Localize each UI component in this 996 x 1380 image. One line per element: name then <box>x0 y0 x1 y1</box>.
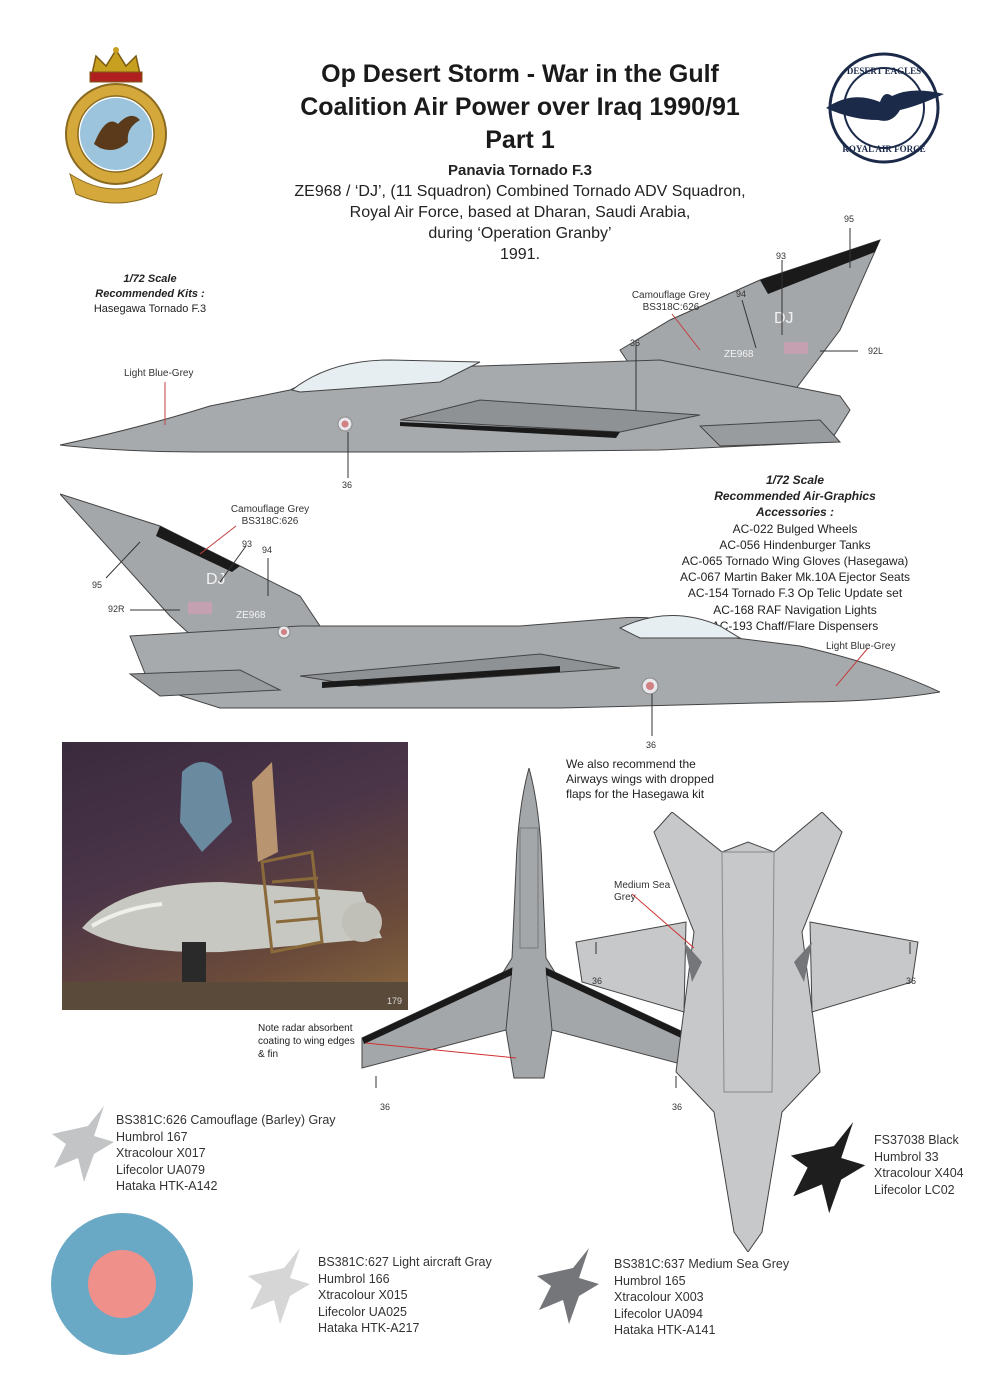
ref-93: 93 <box>242 539 253 549</box>
paint-chip-swatch <box>790 1122 866 1214</box>
title-line: Coalition Air Power over Iraq 1990/91 <box>300 93 740 121</box>
accessory-item: AC-056 Hindenburger Tanks <box>719 537 871 552</box>
photo-number: 179 <box>386 996 402 1006</box>
recommended-accessories: 1/72 Scale Recommended Air-Graphics Acce… <box>650 472 940 634</box>
note-radar-absorbent: Note radar absorbent coating to wing edg… <box>258 1023 355 1060</box>
ref-36: 36 <box>906 976 917 986</box>
logo-bottom-text: ROYAL AIR FORCE <box>842 144 925 154</box>
ref-36: 36 <box>592 976 603 986</box>
accessories-heading: Accessories : <box>755 505 835 520</box>
label-light-blue-grey: Light Blue-Grey <box>826 641 896 652</box>
ref-92r: 92R <box>108 604 125 614</box>
paint-chip-medium-sea-grey-icon <box>537 1248 599 1324</box>
side-profile-right: DJ ZE968 <box>60 493 940 736</box>
logo-top-text: DESERT EAGLES <box>847 66 921 76</box>
photo-illustration <box>62 762 408 1010</box>
page-title: Op Desert Storm - War in the Gulf Coalit… <box>220 58 820 157</box>
paint-chip-swatch <box>537 1248 599 1324</box>
top-view-plan <box>361 768 697 1088</box>
accessory-item: AC-067 Martin Baker Mk.10A Ejector Seats <box>679 570 911 585</box>
fin-serial: ZE968 <box>724 349 754 360</box>
accessories-scale: 1/72 Scale <box>765 473 825 487</box>
paint-spec-black: FS37038 Black Humbrol 33 Xtracolour X404… <box>874 1133 964 1197</box>
accessories-heading: Recommended Air-Graphics <box>714 489 876 504</box>
fin-code: DJ <box>774 310 794 327</box>
label-camo-grey: Camouflage Grey BS318C:626 <box>631 290 711 313</box>
desert-eagles-logo: DESERT EAGLES ROYAL AIR FORCE <box>826 52 944 164</box>
ref-36: 36 <box>380 1102 391 1112</box>
kits-scale: 1/72 Scale <box>123 273 177 285</box>
note-airways-wings: We also recommend the Airways wings with… <box>566 757 715 801</box>
paint-chip-swatch <box>248 1248 310 1324</box>
ref-95: 95 <box>92 580 103 590</box>
ref-36: 36 <box>646 740 657 750</box>
ref-94: 94 <box>262 545 273 555</box>
paint-chip-swatch <box>52 1106 114 1182</box>
fin-code: DJ <box>206 571 226 588</box>
description-line: Royal Air Force, based at Dharan, Saudi … <box>349 204 691 221</box>
accessory-item: AC-168 RAF Navigation Lights <box>713 602 877 617</box>
label-medium-sea-grey: Medium Sea Grey <box>614 880 671 903</box>
title-line: Part 1 <box>485 126 555 154</box>
title-line: Op Desert Storm - War in the Gulf <box>321 60 719 88</box>
aircraft-type: Panavia Tornado F.3 <box>448 162 592 179</box>
paint-chip-light-grey-icon <box>248 1248 310 1324</box>
side-profile-left: DJ ZE968 <box>60 228 881 478</box>
accessory-item: AC-065 Tornado Wing Gloves (Hasegawa) <box>681 554 909 569</box>
under-view-plan <box>575 812 919 1252</box>
description-line: during ‘Operation Granby’ <box>428 225 612 242</box>
ref-36: 36 <box>342 480 353 490</box>
paint-spec-medium-sea-grey: BS381C:637 Medium Sea Grey Humbrol 165 X… <box>614 1257 790 1337</box>
ref-36: 36 <box>630 338 641 348</box>
fin-serial: ZE968 <box>236 610 266 621</box>
ref-93: 93 <box>776 251 787 261</box>
label-light-blue-grey: Light Blue-Grey <box>124 368 194 379</box>
aircraft-description: Panavia Tornado F.3 ZE968 / ‘DJ’, (11 Sq… <box>250 160 790 265</box>
squadron-badge-logo <box>65 47 167 204</box>
description-line: ZE968 / ‘DJ’, (11 Squadron) Combined Tor… <box>294 183 746 200</box>
label-camo-grey: Camouflage Grey BS318C:626 <box>230 504 310 527</box>
ref-95: 95 <box>844 214 855 224</box>
description-line: 1991. <box>499 246 541 263</box>
kit-name: Hasegawa Tornado F.3 <box>93 303 207 315</box>
ref-36: 36 <box>672 1102 683 1112</box>
roundel-inner <box>88 1250 156 1318</box>
accessory-item: AC-154 Tornado F.3 Op Telic Update set <box>687 586 903 601</box>
paint-chip-camo-grey-icon <box>52 1106 114 1182</box>
recommended-kits: 1/72 Scale Recommended Kits : Hasegawa T… <box>60 272 240 317</box>
ref-94: 94 <box>736 289 747 299</box>
paint-spec-camo-grey: BS381C:626 Camouflage (Barley) Gray Humb… <box>116 1113 336 1193</box>
ref-92l: 92L <box>868 346 884 356</box>
raf-roundel <box>51 1213 193 1355</box>
kits-heading: Recommended Kits : <box>95 288 205 300</box>
paint-spec-light-grey: BS381C:627 Light aircraft Gray Humbrol 1… <box>318 1255 492 1335</box>
aircraft-photo: 179 <box>62 742 408 1010</box>
accessory-item: AC-193 Chaff/Flare Dispensers <box>711 618 879 633</box>
paint-chip-black-icon <box>790 1122 866 1214</box>
accessory-item: AC-022 Bulged Wheels <box>732 521 858 536</box>
